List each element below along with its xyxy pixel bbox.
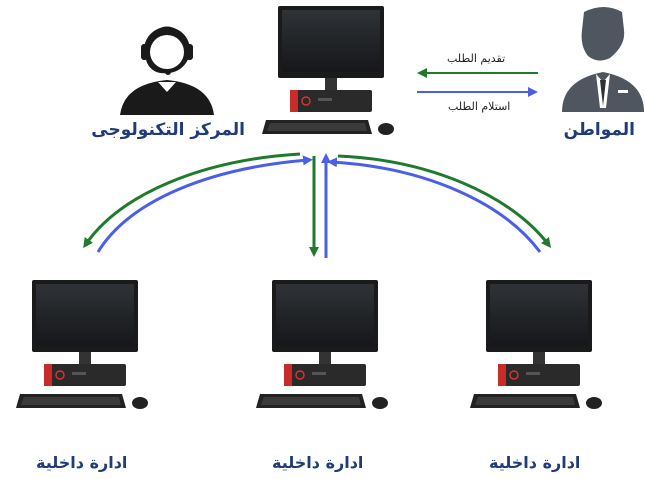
center-computer [261,5,395,136]
submit-request-label: تقديم الطلب [447,52,506,65]
citizen-label: المواطن [563,120,635,140]
department-label-right: ادارة داخلية [489,453,581,472]
arrow-right-to-center-blue [327,157,542,253]
department-label-middle: ادارة داخلية [272,453,364,472]
arrow-left-to-center-blue [96,155,313,253]
department-computer-middle [255,279,389,410]
citizen-icon [562,7,644,112]
department-computer-right [469,279,603,410]
center-label: المركز التكنولوجى [91,120,245,140]
department-label-left: ادارة داخلية [36,453,128,472]
operator-icon [120,26,214,115]
receive-request-label: استلام الطلب [448,100,511,113]
department-computer-left [15,279,149,410]
arrow-center-to-right-green [337,154,552,248]
arrow-center-to-left-green [83,152,301,249]
